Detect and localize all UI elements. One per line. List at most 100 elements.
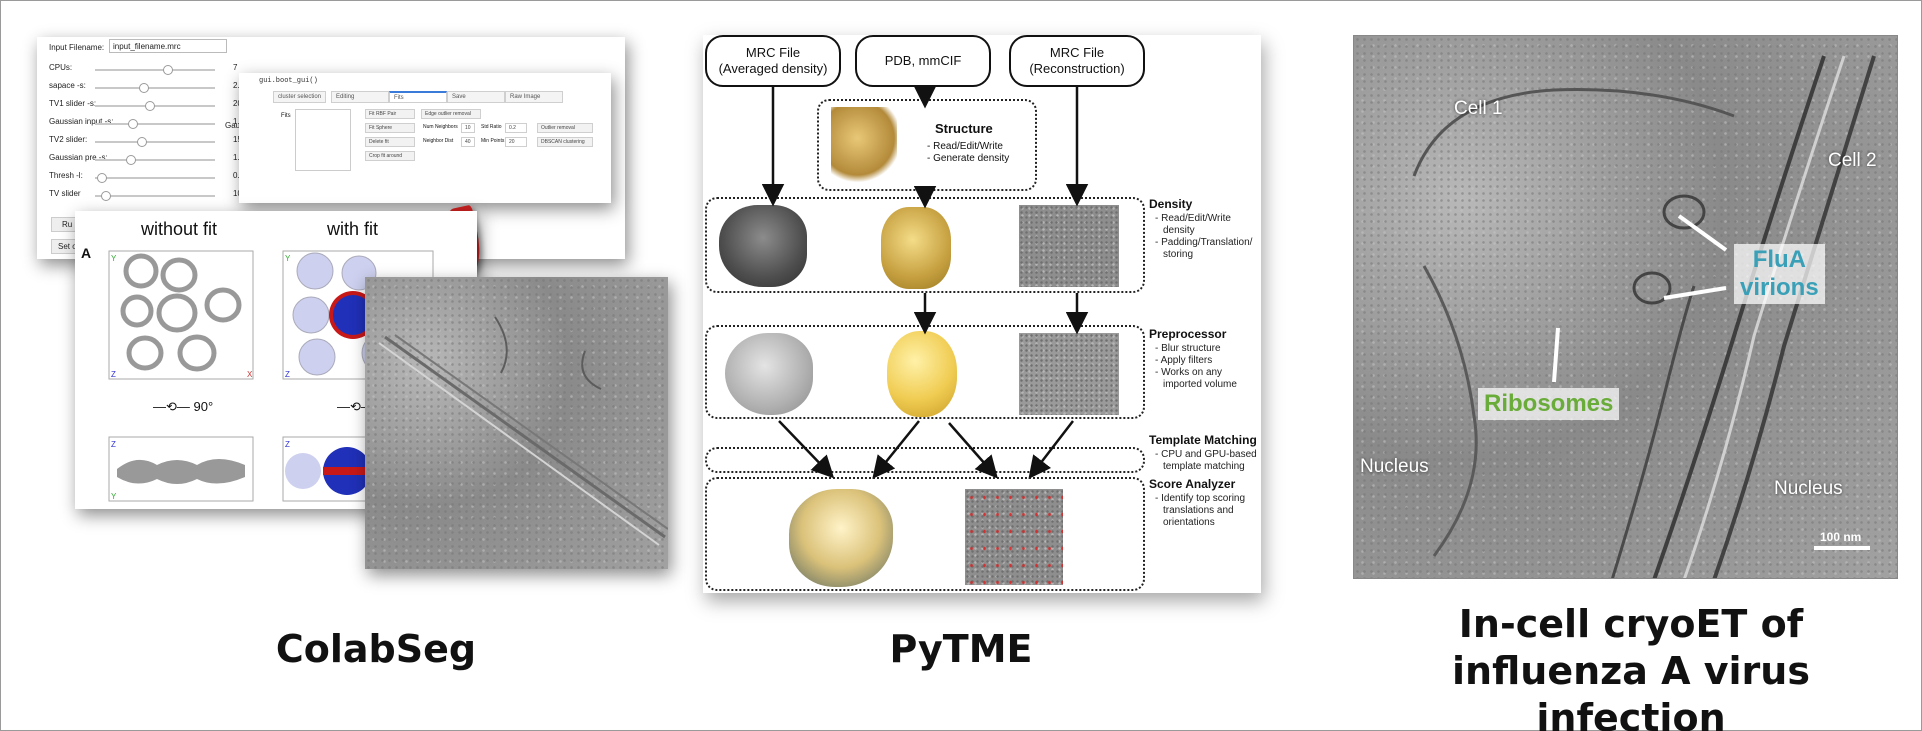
tab-editing[interactable]: Editing — [331, 91, 389, 103]
rotation-indicator-left: —⟲— 90° — [153, 399, 213, 415]
svg-text:Z: Z — [111, 440, 116, 449]
neighbor-dist-label: Neighbor Dist — [423, 138, 454, 144]
tab-fits[interactable]: Fits — [389, 91, 447, 103]
slider-value: 20 — [233, 99, 242, 108]
min-points-field[interactable]: 20 — [505, 137, 527, 147]
slider-label: Gaussian pre -s: — [49, 153, 108, 162]
score-result-slice — [965, 489, 1063, 585]
min-points-label: Min Points — [481, 138, 505, 144]
slider-track[interactable] — [95, 65, 215, 75]
gui-tab-strip: cluster selection Editing Fits Save Raw … — [273, 91, 603, 103]
num-neighbors-field[interactable]: 10 — [461, 123, 475, 133]
tab-cluster-selection[interactable]: cluster selection — [273, 91, 327, 103]
with-fit-title: with fit — [327, 219, 379, 239]
svg-text:Y: Y — [111, 492, 117, 501]
input-filename-label: Input Filename: — [49, 43, 105, 52]
slider-value: 0.0 — [233, 171, 244, 180]
scale-bar — [1814, 546, 1870, 550]
num-neighbors-label: Num Neighbors — [423, 124, 458, 130]
section-item: - Read/Edit/Write — [1155, 213, 1231, 224]
incell-caption-line2: influenza A virus infection — [1452, 649, 1810, 731]
nucleus-left-label: Nucleus — [1360, 456, 1429, 477]
slider-knob[interactable] — [128, 119, 138, 129]
svg-text:Z: Z — [111, 370, 116, 379]
rotation-value-left: 90° — [193, 399, 214, 414]
section-item: - CPU and GPU-based — [1155, 449, 1257, 460]
fits-listbox[interactable] — [295, 109, 351, 171]
slider-label: CPUs: — [49, 63, 73, 72]
input-mrc-reconstruction: MRC File (Reconstruction) — [1009, 35, 1145, 87]
section-item: - Padding/Translation/ — [1155, 237, 1253, 248]
input-mrc-averaged-line1: MRC File — [745, 45, 801, 60]
dbscan-button[interactable]: DBSCAN clustering — [537, 137, 593, 147]
slider-track[interactable] — [95, 155, 215, 165]
neighbor-dist-field[interactable]: 40 — [461, 137, 475, 147]
density-gray-map — [719, 205, 807, 287]
panel-letter: A — [81, 245, 92, 261]
section-title: Preprocessor — [1149, 327, 1227, 341]
svg-text:Z: Z — [285, 370, 290, 379]
colabseg-caption: ColabSeg — [275, 627, 477, 671]
section-item: - Blur structure — [1155, 343, 1221, 354]
section-item: template matching — [1163, 461, 1245, 472]
slider-track[interactable] — [95, 173, 215, 183]
std-ratio-label: Std Ratio — [481, 124, 502, 130]
incell-caption: In-cell cryoET of influenza A virus infe… — [1361, 601, 1901, 731]
slider-track[interactable] — [95, 83, 215, 93]
slider-knob[interactable] — [163, 65, 174, 75]
slider-knob[interactable] — [100, 191, 111, 201]
std-ratio-field[interactable]: 0.2 — [505, 123, 527, 133]
edge-outlier-button[interactable]: Edge outlier removal — [421, 109, 481, 119]
preprocessed-reconstruction-slice — [1019, 333, 1119, 415]
slider-knob[interactable] — [144, 101, 155, 111]
slider-value: 1.0 — [233, 153, 244, 162]
fits-label: Fits — [281, 113, 291, 119]
slider-knob[interactable] — [97, 173, 108, 183]
slider-knob[interactable] — [136, 137, 147, 147]
without-fit-title: without fit — [141, 219, 218, 239]
section-item: orientations — [1163, 517, 1215, 528]
density-reconstruction-slice — [1019, 205, 1119, 287]
pointer-lines — [1552, 214, 1728, 383]
pipeline-arrows — [761, 86, 1089, 479]
slider-track[interactable] — [95, 137, 215, 147]
structure-item-2: - Generate density — [927, 153, 1010, 164]
structure-model-thumbnail — [831, 107, 897, 185]
tab-save[interactable]: Save — [447, 91, 505, 103]
input-mrc-reconstruction-line2: (Reconstruction) — [1029, 61, 1125, 76]
cell1-label: Cell 1 — [1454, 98, 1503, 119]
slider-label: Thresh -l: — [49, 171, 83, 180]
structure-title: Structure — [935, 121, 993, 136]
svg-text:Z: Z — [285, 440, 290, 449]
tab-raw-image[interactable]: Raw Image — [505, 91, 563, 103]
fit-sphere-button[interactable]: Fit Sphere — [365, 123, 415, 133]
ribosomes-label: Ribosomes — [1478, 388, 1620, 420]
input-filename-field[interactable]: input_filename.mrc — [109, 39, 227, 53]
slider-track[interactable] — [95, 191, 215, 201]
slider-track[interactable] — [95, 101, 215, 111]
density-gold-map — [881, 207, 951, 289]
input-pdb-line1: PDB, mmCIF — [884, 53, 962, 68]
without-fit-top-view: Y Z X — [108, 250, 254, 380]
outlier-removal-button[interactable]: Outlier removal — [537, 123, 593, 133]
preprocessed-gray-map — [725, 333, 813, 415]
rotation-arrow-icon: —⟲— — [337, 399, 374, 414]
colabseg-gui-screenshot: gui.boot_gui() cluster selection Editing… — [239, 73, 611, 203]
slider-knob[interactable] — [125, 155, 136, 165]
fit-rbf-button[interactable]: Fit RBF Pair — [365, 109, 415, 119]
slider-label: TV1 slider -s: — [49, 99, 97, 108]
preprocessed-gold-map — [887, 331, 957, 417]
flua-virions-label: FluA virions — [1734, 244, 1825, 304]
input-mrc-reconstruction-line1: MRC File — [1049, 45, 1105, 60]
section-title: Density — [1149, 197, 1193, 211]
section-item: - Works on any — [1155, 367, 1223, 378]
slider-knob[interactable] — [139, 83, 149, 93]
cut-label: Gau — [225, 121, 241, 130]
slider-label: TV slider — [49, 189, 81, 198]
crop-fit-button[interactable]: Crop fit around — [365, 151, 415, 161]
slider-value: 7 — [233, 63, 238, 72]
slider-track[interactable] — [95, 119, 215, 129]
delete-fit-button[interactable]: Delete fit — [365, 137, 415, 147]
